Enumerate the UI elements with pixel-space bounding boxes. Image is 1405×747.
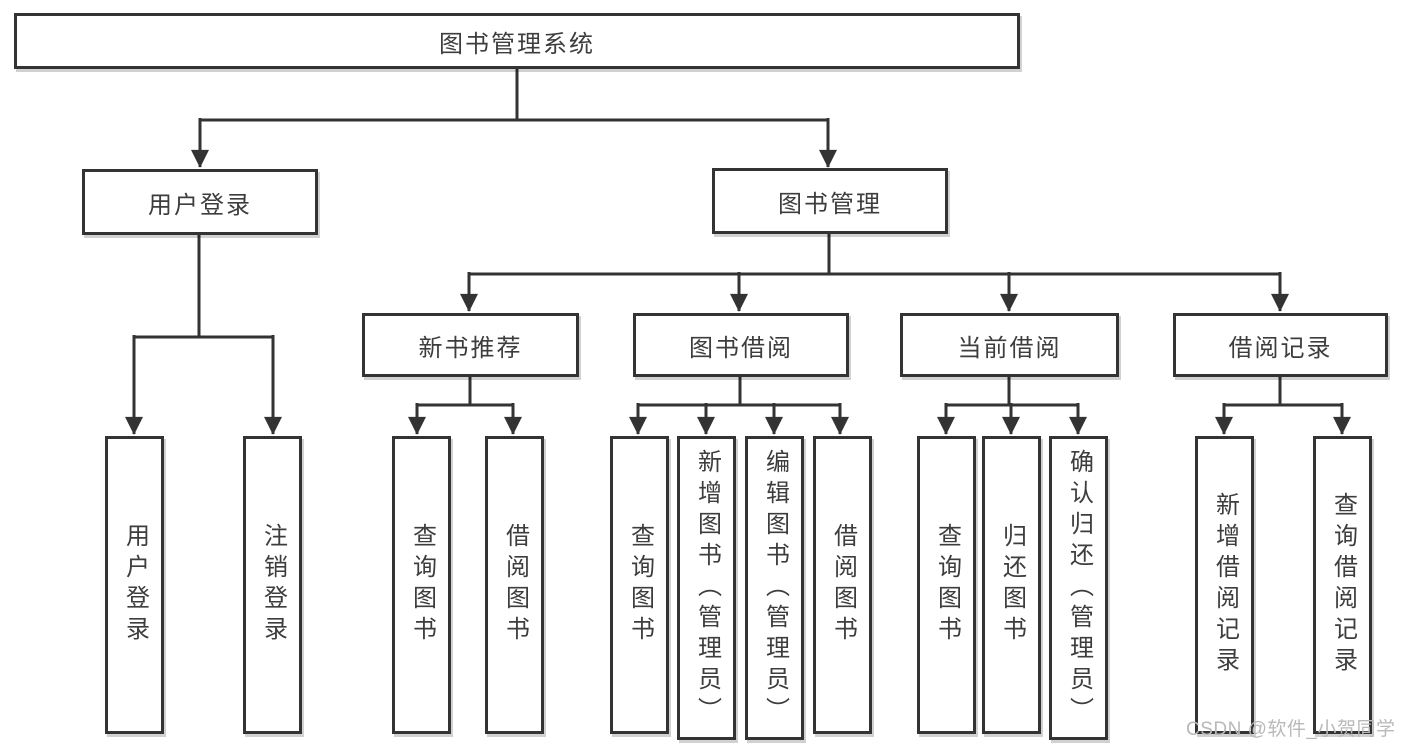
leaf-borrow-books-recommend: 借阅图书 — [485, 436, 544, 734]
node-label: 图书管理系统 — [439, 30, 595, 58]
node-label: 注销登录 — [259, 523, 287, 647]
leaf-confirm-return-admin: 确认归还（管理员） — [1049, 436, 1108, 740]
leaf-add-books-admin: 新增图书（管理员） — [677, 436, 736, 740]
node-book-management: 图书管理 — [712, 168, 948, 234]
node-new-book-recommendation: 新书推荐 — [362, 313, 579, 377]
leaf-query-books-borrowing: 查询图书 — [610, 436, 669, 734]
node-label: 图书管理 — [778, 190, 882, 218]
node-label: 借阅图书 — [829, 523, 857, 647]
node-label: 借阅图书 — [501, 523, 529, 647]
leaf-query-books-current: 查询图书 — [917, 436, 976, 734]
node-label: 新书推荐 — [418, 334, 523, 362]
leaf-return-books: 归还图书 — [982, 436, 1041, 734]
node-label: 新增借阅记录 — [1211, 492, 1239, 678]
node-label: 借阅记录 — [1228, 334, 1333, 362]
leaf-query-books-recommend: 查询图书 — [392, 436, 451, 734]
node-borrowing-records: 借阅记录 — [1173, 313, 1388, 377]
connector-arrows — [125, 118, 1351, 435]
node-library-management-system: 图书管理系统 — [14, 13, 1020, 69]
node-book-borrowing: 图书借阅 — [633, 313, 849, 377]
leaf-edit-books-admin: 编辑图书（管理员） — [745, 436, 804, 740]
node-label: 确认归还（管理员） — [1065, 448, 1093, 728]
node-label: 编辑图书（管理员） — [761, 448, 789, 728]
node-label: 用户登录 — [121, 523, 149, 647]
node-label: 查询图书 — [408, 523, 436, 647]
node-label: 图书借阅 — [689, 334, 793, 362]
leaf-add-borrow-record: 新增借阅记录 — [1195, 436, 1254, 734]
node-label: 用户登录 — [148, 191, 252, 219]
node-label: 查询借阅记录 — [1329, 492, 1357, 678]
node-label: 查询图书 — [626, 523, 654, 647]
node-label: 查询图书 — [933, 523, 961, 647]
leaf-user-login: 用户登录 — [105, 436, 164, 734]
node-label: 归还图书 — [998, 523, 1026, 647]
node-label: 新增图书（管理员） — [693, 448, 721, 728]
leaf-borrow-books: 借阅图书 — [813, 436, 872, 734]
node-label: 当前借阅 — [957, 334, 1062, 362]
connector-elbows — [134, 69, 1342, 407]
node-user-login: 用户登录 — [82, 169, 318, 235]
leaf-query-borrow-record: 查询借阅记录 — [1313, 436, 1372, 734]
leaf-logout: 注销登录 — [243, 436, 302, 734]
node-current-borrowing: 当前借阅 — [900, 313, 1119, 377]
csdn-watermark: CSDN @软件_小贺同学 — [1186, 719, 1396, 740]
